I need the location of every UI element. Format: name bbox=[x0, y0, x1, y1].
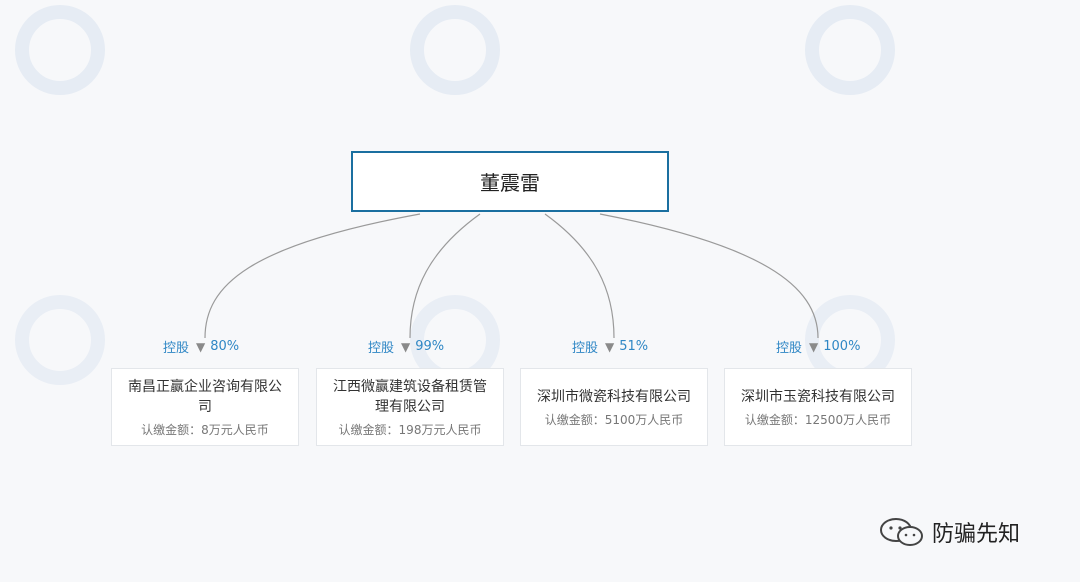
share-percent: 99% bbox=[415, 339, 445, 354]
edge-line bbox=[204, 213, 421, 339]
company-node-2[interactable]: 深圳市微瓷科技有限公司 认缴金额：5100万人民币 bbox=[520, 368, 708, 446]
edge-line bbox=[409, 213, 481, 339]
company-capital: 认缴金额：5100万人民币 bbox=[544, 412, 684, 427]
edge-line bbox=[544, 213, 615, 339]
publisher-name: 防骗先知 bbox=[932, 522, 1021, 547]
down-arrow-icon: ▼ bbox=[196, 339, 206, 354]
relation-label: 控股 bbox=[368, 341, 395, 356]
edge-label-2: 控股 ▼ 51% bbox=[572, 337, 648, 356]
relation-label: 控股 bbox=[572, 341, 599, 356]
share-percent: 100% bbox=[823, 339, 861, 354]
company-name: 江西微赢建筑设备租赁管理有限公司 bbox=[333, 378, 487, 415]
company-capital: 认缴金额：8万元人民币 bbox=[141, 422, 269, 437]
company-capital: 认缴金额：198万元人民币 bbox=[338, 422, 482, 437]
down-arrow-icon: ▼ bbox=[401, 339, 411, 354]
publisher-logo: 防骗先知 bbox=[878, 516, 1020, 548]
edge-line bbox=[599, 213, 819, 339]
root-person-name: 董震雷 bbox=[480, 171, 540, 195]
company-node-3[interactable]: 深圳市玉瓷科技有限公司 认缴金额：12500万人民币 bbox=[724, 368, 912, 446]
relation-label: 控股 bbox=[776, 341, 803, 356]
edge-label-3: 控股 ▼ 100% bbox=[776, 337, 860, 356]
share-percent: 80% bbox=[210, 339, 240, 354]
company-name: 深圳市玉瓷科技有限公司 bbox=[741, 388, 895, 405]
down-arrow-icon: ▼ bbox=[605, 339, 615, 354]
company-node-1[interactable]: 江西微赢建筑设备租赁管理有限公司 认缴金额：198万元人民币 bbox=[316, 368, 504, 446]
company-name: 深圳市微瓷科技有限公司 bbox=[537, 388, 691, 405]
wechat-icon bbox=[880, 518, 923, 546]
company-capital: 认缴金额：12500万人民币 bbox=[744, 412, 892, 427]
relation-label: 控股 bbox=[163, 341, 190, 356]
company-name: 南昌正赢企业咨询有限公司 bbox=[128, 378, 282, 415]
share-percent: 51% bbox=[619, 339, 649, 354]
edge-label-0: 控股 ▼ 80% bbox=[163, 337, 239, 356]
edge-label-1: 控股 ▼ 99% bbox=[368, 337, 444, 356]
company-node-0[interactable]: 南昌正赢企业咨询有限公司 认缴金额：8万元人民币 bbox=[111, 368, 299, 446]
root-person-node[interactable]: 董震雷 bbox=[351, 151, 669, 212]
down-arrow-icon: ▼ bbox=[809, 339, 819, 354]
